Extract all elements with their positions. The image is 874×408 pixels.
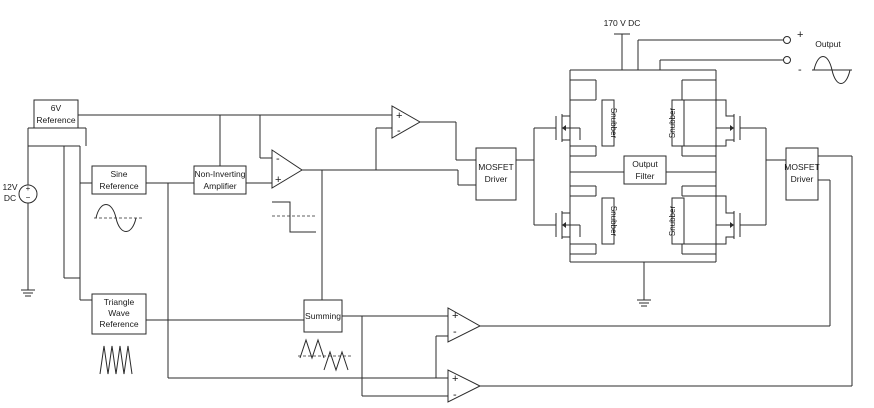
- svg-text:Summing: Summing: [305, 311, 341, 321]
- triangle-wave-reference-block: Triangle Wave Reference: [91, 293, 147, 335]
- svg-text:Filter: Filter: [636, 171, 655, 181]
- comparator-mid: + -: [447, 307, 482, 343]
- hv-supply: 170 V DC: [604, 18, 641, 35]
- comparator-bottom: + -: [447, 369, 482, 403]
- output-plus-sign: +: [797, 29, 803, 41]
- battery-12v: + − 12V DC: [2, 182, 38, 204]
- svg-text:Reference: Reference: [99, 319, 138, 329]
- sine-reference-block: Sine Reference: [91, 165, 147, 195]
- mosfet-bottom-right: [682, 195, 741, 245]
- mosfet-driver-right: MOSFET Driver: [784, 147, 820, 201]
- svg-text:Non-Inverting: Non-Inverting: [194, 169, 245, 179]
- battery-label-line2: DC: [4, 193, 16, 203]
- svg-text:6V: 6V: [51, 103, 62, 113]
- sine-wave-icon: [94, 204, 144, 232]
- svg-text:Snubber: Snubber: [668, 108, 677, 139]
- svg-text:-: -: [397, 125, 401, 137]
- svg-text:Snubber: Snubber: [609, 108, 618, 139]
- svg-text:Driver: Driver: [485, 174, 508, 184]
- svg-text:+: +: [452, 373, 458, 385]
- svg-text:-: -: [453, 389, 457, 401]
- snubber-bottom-right: Snubber: [668, 197, 685, 245]
- hv-supply-label: 170 V DC: [604, 18, 641, 28]
- svg-text:Reference: Reference: [99, 181, 138, 191]
- ground-symbol-left: [21, 289, 35, 297]
- svg-text:Snubber: Snubber: [668, 206, 677, 237]
- output-sine-icon: [812, 56, 852, 84]
- svg-text:-: -: [453, 326, 457, 338]
- svg-text:Sine: Sine: [110, 169, 127, 179]
- offset-triangle-wave-icon: [298, 338, 352, 372]
- output-label: Output: [815, 39, 841, 49]
- svg-text:Wave: Wave: [108, 308, 130, 318]
- ground-symbol-bridge: [637, 299, 651, 307]
- svg-text:+: +: [26, 184, 31, 193]
- comparator-sine: - +: [271, 149, 303, 189]
- battery-label-line1: 12V: [2, 182, 17, 192]
- output-terminals: + - Output: [783, 29, 841, 76]
- snubber-top-left: Snubber: [601, 99, 618, 147]
- snubber-top-right: Snubber: [668, 99, 685, 147]
- mosfet-bottom-left: [555, 195, 596, 245]
- svg-text:−: −: [26, 193, 31, 202]
- svg-text:+: +: [396, 110, 402, 122]
- output-filter-block: Output Filter: [623, 155, 667, 185]
- wiring: [27, 34, 853, 397]
- non-inverting-amplifier-block: Non-Inverting Amplifier: [193, 165, 247, 195]
- summing-block: Summing: [303, 299, 343, 333]
- svg-text:Driver: Driver: [791, 174, 814, 184]
- svg-text:Snubber: Snubber: [609, 206, 618, 237]
- triangle-wave-icon: [99, 345, 133, 375]
- svg-text:MOSFET: MOSFET: [784, 162, 819, 172]
- svg-text:+: +: [452, 310, 458, 322]
- svg-text:Reference: Reference: [36, 115, 75, 125]
- mosfet-top-right: [682, 99, 741, 147]
- mosfet-top-left: [555, 99, 596, 147]
- ref-6v-block: 6V Reference: [33, 99, 79, 129]
- pwm-pulse-icon: [272, 201, 316, 233]
- snubber-bottom-left: Snubber: [601, 197, 618, 245]
- svg-text:Output: Output: [632, 159, 658, 169]
- comparator-top: + -: [391, 105, 422, 139]
- svg-text:+: +: [275, 174, 281, 186]
- mosfet-driver-left: MOSFET Driver: [475, 147, 517, 201]
- svg-text:-: -: [276, 153, 280, 165]
- svg-text:Amplifier: Amplifier: [203, 181, 236, 191]
- output-minus-sign: -: [798, 64, 802, 76]
- svg-text:MOSFET: MOSFET: [478, 162, 513, 172]
- svg-text:Triangle: Triangle: [104, 297, 135, 307]
